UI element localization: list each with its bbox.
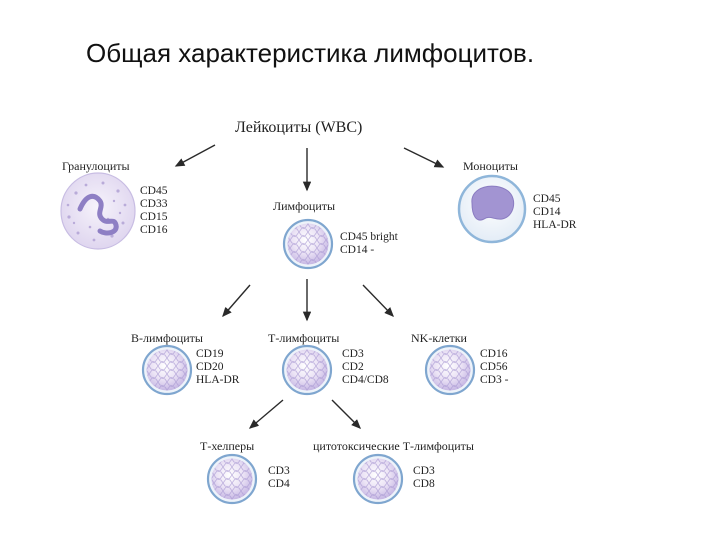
marker: CD45 bright [340, 231, 398, 243]
marker: CD16 [480, 348, 508, 360]
granulocytes-label: Гранулоциты [62, 159, 130, 173]
t-lymphocyte-cell [281, 344, 333, 396]
arrow-to-cytotoxic-t [331, 399, 361, 429]
root-label: Лейкоциты (WBC) [235, 119, 363, 136]
t-lymphocytes-label: Т-лимфоциты [268, 331, 340, 345]
marker: CD16 [140, 224, 168, 236]
arrows [174, 144, 445, 429]
marker: HLA-DR [533, 219, 577, 231]
cytotoxic-t-markers: CD3 CD8 [413, 465, 435, 491]
marker: CD19 [196, 348, 224, 360]
marker: CD4/CD8 [342, 374, 389, 386]
marker: CD45 [533, 193, 561, 205]
marker: CD3 - [480, 374, 509, 386]
cytotoxic-t-label: цитотоксические Т-лимфоциты [313, 439, 474, 453]
t-helper-cell [206, 453, 258, 505]
b-lymphocyte-cell [141, 344, 193, 396]
lymphocyte-cell [282, 218, 334, 270]
marker: CD2 [342, 361, 364, 373]
cytotoxic-t-cell [352, 453, 404, 505]
marker: CD15 [140, 211, 168, 223]
b-lymphocytes-markers: CD19 CD20 HLA-DR [196, 348, 239, 387]
marker: CD3 [268, 465, 290, 477]
marker: HLA-DR [196, 374, 240, 386]
marker: CD56 [480, 361, 508, 373]
lymphocytes-label: Лимфоциты [273, 199, 336, 213]
slide-title: Общая характеристика лимфоцитов. [86, 38, 535, 68]
t-helpers-markers: CD3 CD4 [268, 465, 290, 491]
nk-cells-markers: CD16 CD56 CD3 - [480, 348, 508, 387]
marker: CD4 [268, 478, 290, 490]
monocyte-cell [457, 174, 527, 244]
arrow-to-t-helpers [248, 399, 284, 429]
monocytes-label: Моноциты [463, 159, 518, 173]
nk-cell [424, 344, 476, 396]
arrow-to-granulocytes [174, 144, 216, 167]
nk-cells-label: NK-клетки [411, 331, 467, 345]
granulocyte-cell [60, 172, 136, 250]
marker: CD14 - [340, 244, 375, 256]
marker: CD20 [196, 361, 224, 373]
marker: CD45 [140, 185, 168, 197]
arrow-to-nk-cells [362, 284, 394, 318]
marker: CD3 [413, 465, 435, 477]
t-helpers-label: Т-хелперы [200, 439, 255, 453]
granulocytes-markers: CD45 CD33 CD15 CD16 [140, 185, 167, 237]
arrow-to-b-lymphocytes [222, 284, 251, 318]
t-lymphocytes-markers: CD3 CD2 CD4/CD8 [342, 348, 389, 387]
monocytes-markers: CD45 CD14 HLA-DR [533, 193, 576, 232]
lymphocytes-markers: CD45 bright CD14 - [340, 231, 398, 257]
marker: CD33 [140, 198, 168, 210]
marker: CD14 [533, 206, 561, 218]
arrow-to-monocytes [403, 147, 445, 168]
b-lymphocytes-label: В-лимфоциты [131, 331, 203, 345]
marker: CD8 [413, 478, 435, 490]
marker: CD3 [342, 348, 364, 360]
